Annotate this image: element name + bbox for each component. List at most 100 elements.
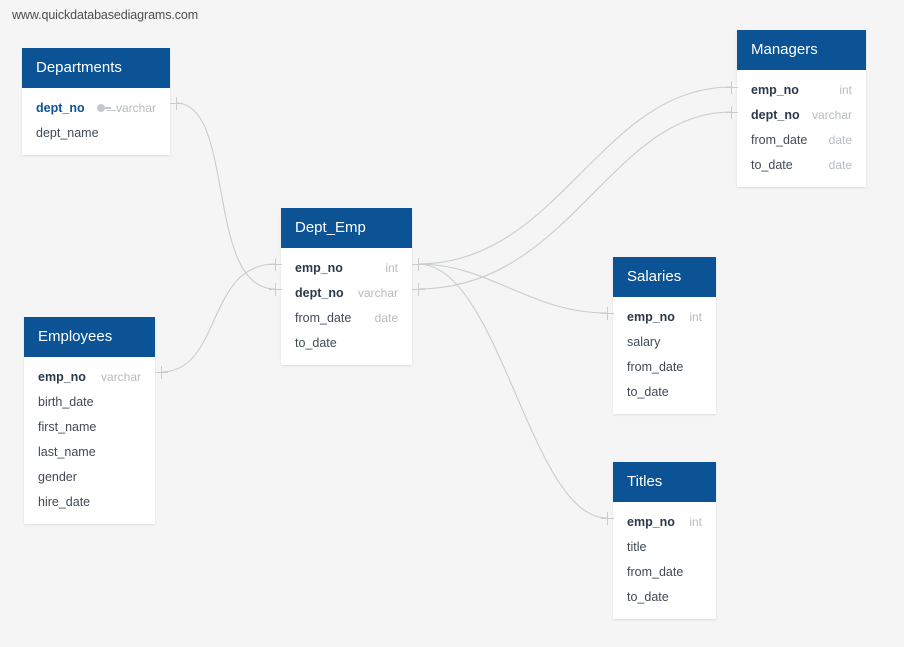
field-type: date bbox=[374, 310, 398, 325]
field-meta: int bbox=[839, 83, 852, 97]
field-row[interactable]: hire_date bbox=[24, 489, 155, 514]
field-row[interactable]: birth_date bbox=[24, 389, 155, 414]
field-type: int bbox=[839, 82, 852, 97]
field-type: int bbox=[689, 309, 702, 324]
entity-title-managers[interactable]: Managers bbox=[737, 30, 866, 70]
connector-port[interactable] bbox=[154, 365, 168, 379]
relationship-edge bbox=[175, 102, 276, 290]
field-type: varchar bbox=[100, 369, 141, 384]
field-type: date bbox=[828, 157, 852, 172]
connector-port[interactable] bbox=[169, 96, 183, 110]
field-type: varchar bbox=[357, 285, 398, 300]
field-name: last_name bbox=[38, 444, 96, 459]
connector-port[interactable] bbox=[724, 105, 738, 119]
entity-fields-employees: emp_no varchar birth_date first_name last_na… bbox=[24, 357, 155, 524]
field-row[interactable]: first_name bbox=[24, 414, 155, 439]
relationship-edge bbox=[417, 263, 608, 519]
field-row[interactable]: emp_no varchar bbox=[24, 364, 155, 389]
entity-fields-titles: emp_no int title from_date to_date bbox=[613, 502, 716, 619]
field-row[interactable]: emp_no int bbox=[613, 509, 716, 534]
field-name: title bbox=[627, 539, 647, 554]
connector-port[interactable] bbox=[600, 511, 614, 525]
field-name: salary bbox=[627, 334, 661, 349]
field-row[interactable]: salary bbox=[613, 329, 716, 354]
field-meta: date bbox=[829, 158, 852, 172]
entity-fields-dept_emp: emp_no int dept_no varchar from_date date to_d… bbox=[281, 248, 412, 365]
field-row[interactable]: to_date bbox=[281, 330, 412, 355]
entity-table-departments[interactable]: Departments dept_no varchar dept_name bbox=[22, 48, 170, 155]
field-row[interactable]: to_date bbox=[613, 379, 716, 404]
field-name: first_name bbox=[38, 419, 97, 434]
entity-title-departments[interactable]: Departments bbox=[22, 48, 170, 88]
field-type: varchar bbox=[811, 107, 852, 122]
field-type: varchar bbox=[115, 100, 156, 115]
watermark-url: www.quickdatabasediagrams.com bbox=[12, 8, 199, 22]
field-row[interactable]: emp_no int bbox=[613, 304, 716, 329]
field-meta: int bbox=[689, 515, 702, 529]
field-name: to_date bbox=[627, 589, 669, 604]
field-name: dept_no bbox=[36, 100, 85, 115]
field-name: emp_no bbox=[627, 309, 675, 324]
field-meta: varchar bbox=[96, 100, 156, 115]
field-name: dept_no bbox=[295, 285, 344, 300]
key-icon bbox=[96, 103, 111, 113]
entity-title-titles[interactable]: Titles bbox=[613, 462, 716, 502]
field-type: date bbox=[828, 132, 852, 147]
entity-fields-salaries: emp_no int salary from_date to_date bbox=[613, 297, 716, 414]
field-row[interactable]: from_date bbox=[613, 354, 716, 379]
field-row[interactable]: dept_no varchar bbox=[22, 95, 170, 120]
field-row[interactable]: last_name bbox=[24, 439, 155, 464]
field-row[interactable]: from_date date bbox=[281, 305, 412, 330]
connector-port[interactable] bbox=[724, 80, 738, 94]
field-name: from_date bbox=[295, 310, 352, 325]
connector-port[interactable] bbox=[411, 257, 425, 271]
entity-fields-departments: dept_no varchar dept_name bbox=[22, 88, 170, 155]
entity-table-titles[interactable]: Titles emp_no int title from_date to_date bbox=[613, 462, 716, 619]
entity-table-managers[interactable]: Managers emp_no int dept_no varchar from_date… bbox=[737, 30, 866, 187]
field-name: emp_no bbox=[38, 369, 86, 384]
field-meta: date bbox=[375, 311, 398, 325]
field-meta: date bbox=[829, 133, 852, 147]
field-name: birth_date bbox=[38, 394, 94, 409]
entity-title-dept_emp[interactable]: Dept_Emp bbox=[281, 208, 412, 248]
relationship-edge bbox=[417, 86, 732, 265]
field-meta: varchar bbox=[101, 370, 141, 384]
field-row[interactable]: from_date date bbox=[737, 127, 866, 152]
connector-port[interactable] bbox=[268, 282, 282, 296]
field-row[interactable]: from_date bbox=[613, 559, 716, 584]
entity-title-salaries[interactable]: Salaries bbox=[613, 257, 716, 297]
field-meta: varchar bbox=[358, 286, 398, 300]
entity-table-employees[interactable]: Employees emp_no varchar birth_date first_na… bbox=[24, 317, 155, 524]
field-row[interactable]: gender bbox=[24, 464, 155, 489]
field-name: to_date bbox=[295, 335, 337, 350]
field-name: from_date bbox=[751, 132, 808, 147]
field-row[interactable]: emp_no int bbox=[737, 77, 866, 102]
field-name: hire_date bbox=[38, 494, 91, 509]
field-row[interactable]: emp_no int bbox=[281, 255, 412, 280]
connector-port[interactable] bbox=[600, 306, 614, 320]
connector-port[interactable] bbox=[411, 282, 425, 296]
field-type: int bbox=[689, 514, 702, 529]
entity-title-employees[interactable]: Employees bbox=[24, 317, 155, 357]
field-row[interactable]: dept_name bbox=[22, 120, 170, 145]
field-meta: int bbox=[689, 310, 702, 324]
entity-table-salaries[interactable]: Salaries emp_no int salary from_date to_date bbox=[613, 257, 716, 414]
field-type: int bbox=[385, 260, 398, 275]
field-name: emp_no bbox=[751, 82, 799, 97]
field-row[interactable]: to_date bbox=[613, 584, 716, 609]
entity-table-dept_emp[interactable]: Dept_Emp emp_no int dept_no varchar from_date… bbox=[281, 208, 412, 365]
field-meta: varchar bbox=[812, 108, 852, 122]
field-name: emp_no bbox=[295, 260, 343, 275]
field-name: dept_no bbox=[751, 107, 800, 122]
connector-port[interactable] bbox=[268, 257, 282, 271]
field-name: dept_name bbox=[36, 125, 99, 140]
field-row[interactable]: title bbox=[613, 534, 716, 559]
field-row[interactable]: dept_no varchar bbox=[737, 102, 866, 127]
field-name: from_date bbox=[627, 359, 684, 374]
relationship-edge bbox=[160, 263, 276, 373]
field-name: from_date bbox=[627, 564, 684, 579]
field-row[interactable]: dept_no varchar bbox=[281, 280, 412, 305]
field-name: emp_no bbox=[627, 514, 675, 529]
